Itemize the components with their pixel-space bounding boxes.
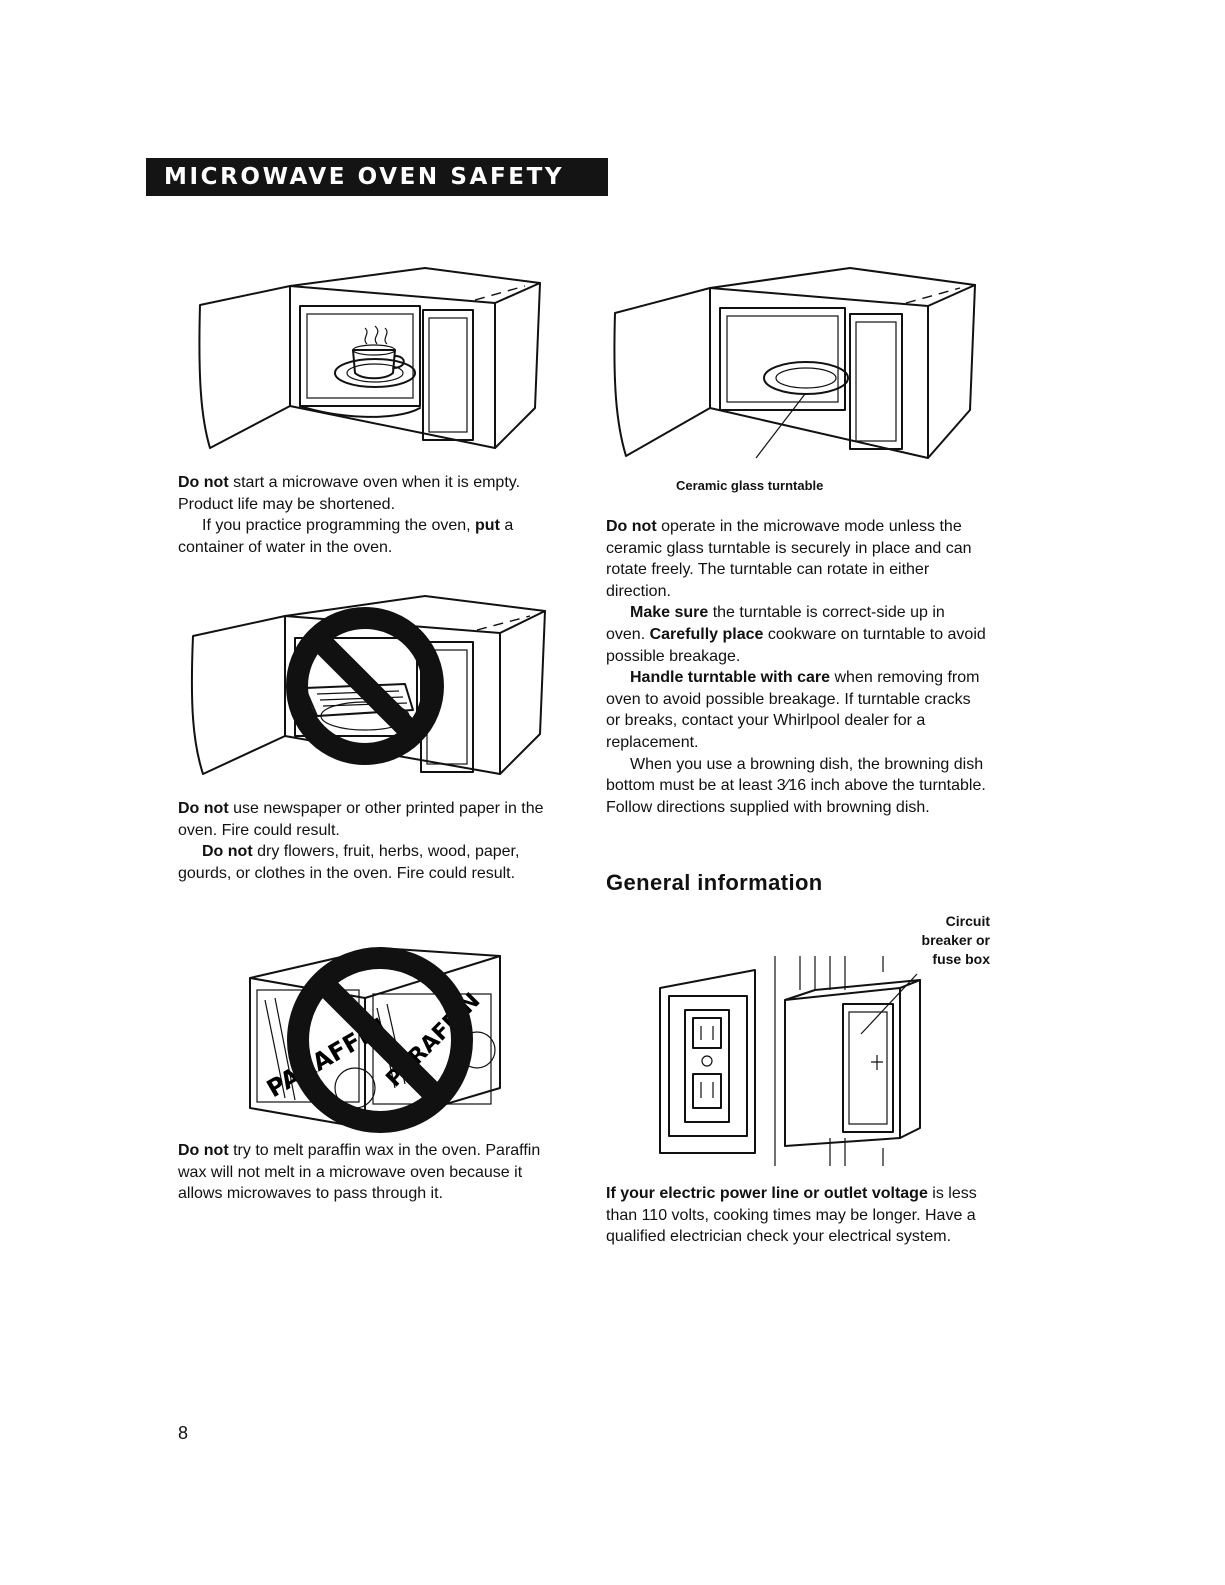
newspaper-prohibited-illustration — [190, 595, 546, 775]
voltage-bold-label: If your electric power line or outlet vo… — [606, 1185, 928, 1202]
make-sure-label: Make sure — [630, 604, 709, 622]
removing-text: when removing from oven to avoid possibl… — [606, 669, 980, 751]
circuit-breaker-callout: Circuit breaker or fuse box — [860, 912, 990, 969]
newspaper-text: use newspaper or other printed paper in … — [178, 800, 544, 839]
paraffin-text: try to melt paraffin wax in the oven. Pa… — [178, 1142, 541, 1203]
do-not-label: Do not — [178, 474, 229, 491]
do-not-label: Do not — [178, 1142, 229, 1159]
general-info-heading: General information — [606, 870, 823, 895]
outlet-and-fuse-box-illustration — [659, 956, 921, 1166]
paraffin-prohibited-illustration: PARAFFIN PARAFFIN — [249, 947, 501, 1133]
carefully-place-label: Carefully place — [649, 625, 764, 643]
turntable-warning: Do not operate in the microwave mode unl… — [606, 516, 986, 818]
callout-line-2: breaker or — [921, 932, 990, 948]
practice-text: If you practice programming the oven, — [202, 517, 476, 535]
correct-side-text: the turntable is correct-side up in oven… — [606, 604, 945, 643]
handle-with-care-label: Handle turntable with care — [630, 669, 831, 687]
voltage-info: If your electric power line or outlet vo… — [606, 1183, 991, 1248]
water-text: a container of water in the oven. — [178, 517, 514, 556]
browning-dish-text: When you use a browning dish, the browni… — [606, 755, 984, 795]
fraction-value: 3⁄16 — [776, 777, 807, 795]
callout-line-1: Circuit — [945, 913, 990, 929]
cookware-text: cookware on turntable to avoid possible … — [606, 625, 986, 665]
do-not-label: Do not — [202, 843, 253, 861]
empty-oven-warning: Do not start a microwave oven when it is… — [178, 472, 558, 558]
page-number: 8 — [178, 1423, 189, 1443]
browning-dish-text-2: inch above the turntable. Follow directi… — [606, 777, 986, 816]
newspaper-warning: Do not use newspaper or other printed pa… — [178, 798, 558, 884]
microwave-turntable-illustration — [613, 267, 976, 459]
do-not-label: Do not — [178, 800, 229, 817]
section-banner: MICROWAVE OVEN SAFETY — [146, 158, 608, 196]
callout-line-3: fuse box — [932, 951, 990, 967]
do-not-label: Do not — [606, 518, 657, 535]
empty-oven-text: start a microwave oven when it is empty.… — [178, 474, 521, 513]
microwave-with-cup-illustration — [198, 267, 541, 449]
put-label: put — [475, 517, 500, 535]
paraffin-warning: Do not try to melt paraffin wax in the o… — [178, 1140, 568, 1205]
turntable-caption: Ceramic glass turntable — [676, 478, 824, 493]
turntable-text: operate in the microwave mode unless the… — [606, 518, 972, 600]
voltage-text: is less than 110 volts, cooking times ma… — [606, 1185, 977, 1246]
dry-items-text: dry flowers, fruit, herbs, wood, paper, … — [178, 843, 520, 882]
